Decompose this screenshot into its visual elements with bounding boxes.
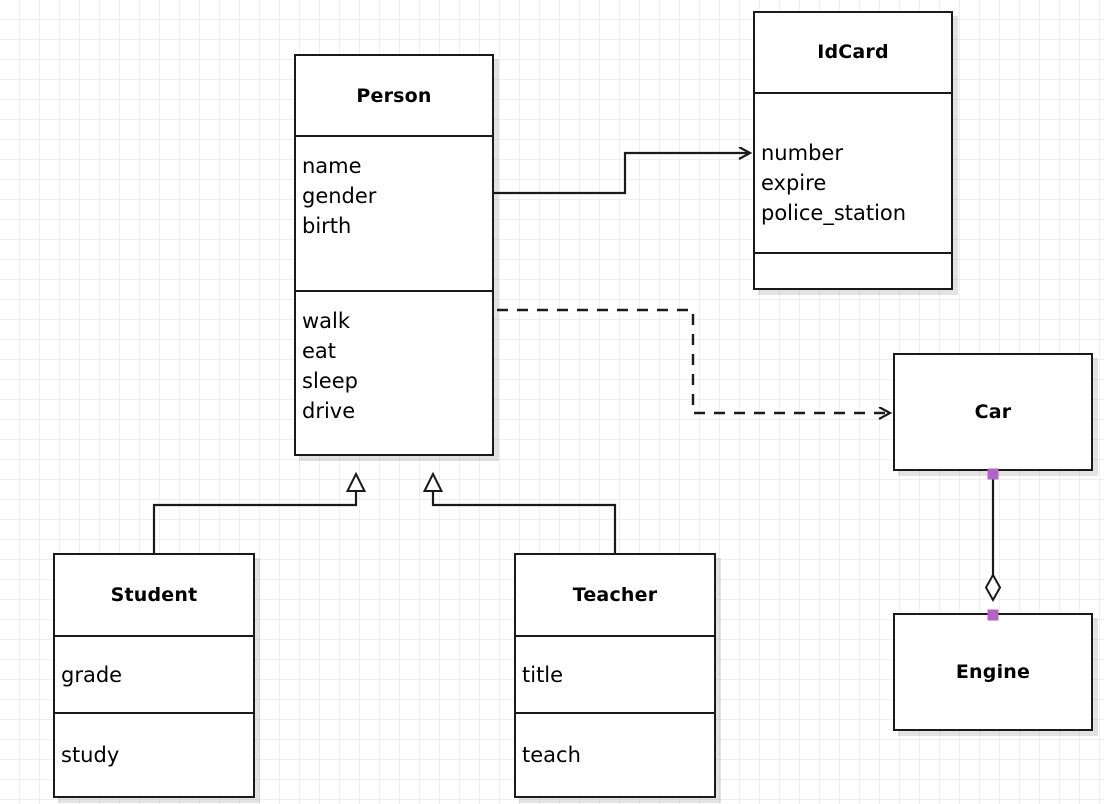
class-name-label: Engine [955, 661, 1031, 683]
attribute-item: birth [302, 214, 352, 239]
attributes-compartment-teacher: title [516, 634, 714, 713]
class-name-label: IdCard [817, 41, 889, 64]
attribute-item: name [302, 154, 362, 179]
connector-handle-engine[interactable] [987, 609, 999, 621]
method-item: sleep [302, 368, 358, 393]
class-title-car: Car [895, 355, 1091, 469]
attribute-item: number [761, 140, 843, 165]
attribute-item: title [522, 662, 564, 687]
uml-class-engine[interactable]: Engine [893, 613, 1093, 731]
uml-class-idcard[interactable]: IdCard number expire police_station [753, 11, 953, 290]
method-item: study [61, 743, 120, 768]
attribute-item: gender [302, 184, 377, 209]
methods-compartment-idcard [755, 251, 951, 288]
edge-student-person[interactable] [152, 474, 356, 553]
class-name-label: Student [110, 583, 198, 606]
methods-compartment-student: study [55, 712, 253, 796]
method-item: eat [302, 338, 337, 363]
attributes-compartment-person: name gender birth [296, 135, 492, 289]
class-name-label: Teacher [572, 583, 658, 606]
attribute-item: expire [761, 170, 827, 195]
class-title-person: Person [296, 56, 492, 135]
uml-class-teacher[interactable]: Teacher title teach [514, 553, 716, 798]
class-title-engine: Engine [895, 615, 1091, 729]
class-title-idcard: IdCard [755, 13, 951, 92]
edge-person-car[interactable] [497, 308, 890, 413]
attributes-compartment-student: grade [55, 634, 253, 713]
class-title-teacher: Teacher [516, 555, 714, 635]
method-item: teach [522, 743, 581, 768]
uml-class-student[interactable]: Student grade study [53, 553, 255, 798]
connector-handle-car[interactable] [987, 468, 999, 480]
class-name-label: Car [974, 401, 1012, 423]
method-item: walk [302, 308, 351, 333]
methods-compartment-teacher: teach [516, 712, 714, 796]
uml-class-person[interactable]: Person name gender birth walk eat sleep … [294, 54, 494, 456]
class-title-student: Student [55, 555, 253, 635]
attribute-item: police_station [761, 200, 907, 225]
edge-teacher-person[interactable] [433, 474, 617, 553]
methods-compartment-person: walk eat sleep drive [296, 289, 492, 454]
class-name-label: Person [356, 84, 432, 107]
uml-class-car[interactable]: Car [893, 353, 1093, 471]
method-item: drive [302, 398, 356, 423]
attribute-item: grade [61, 662, 123, 687]
attributes-compartment-idcard: number expire police_station [755, 91, 951, 252]
edge-person-idcard[interactable] [494, 153, 750, 195]
